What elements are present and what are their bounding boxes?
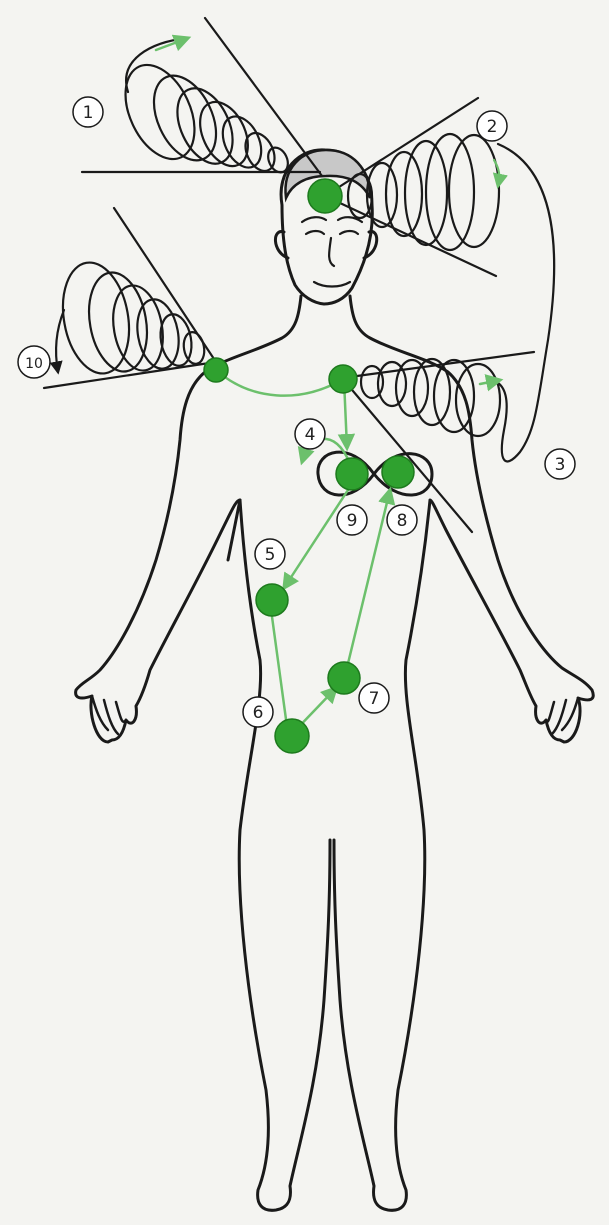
label-7: 7	[359, 683, 389, 713]
energy-point-icon	[336, 458, 368, 490]
energy-point-icon	[308, 179, 342, 213]
nose	[329, 238, 334, 266]
svg-text:3: 3	[555, 455, 566, 475]
right-eye	[340, 231, 358, 234]
mouth	[314, 282, 350, 287]
label-1: 1	[73, 97, 103, 127]
label-4: 4	[295, 419, 325, 449]
left-eyebrow	[302, 217, 326, 222]
svg-text:4: 4	[305, 425, 316, 445]
right-body-contour	[334, 296, 593, 1210]
infinity-loop-icon	[318, 452, 432, 495]
energy-point-icon	[382, 456, 414, 488]
flow-arrow-icon	[216, 370, 345, 396]
svg-text:8: 8	[397, 511, 408, 531]
energy-points	[204, 179, 414, 753]
energy-spiral-icon	[44, 208, 216, 388]
svg-text:1: 1	[83, 103, 94, 123]
left-eye	[306, 231, 324, 234]
label-3: 3	[545, 449, 575, 479]
svg-text:9: 9	[347, 511, 358, 531]
left-hand-fingers	[92, 696, 126, 734]
energy-point-icon	[204, 358, 228, 382]
label-8: 8	[387, 505, 417, 535]
flow-arrow-icon	[284, 490, 348, 588]
energy-point-icon	[256, 584, 288, 616]
svg-text:6: 6	[253, 703, 264, 723]
spiral-cones	[44, 18, 554, 532]
label-10: 10	[18, 346, 50, 378]
face	[302, 217, 362, 286]
label-9: 9	[337, 505, 367, 535]
svg-text:10: 10	[25, 356, 43, 372]
svg-text:7: 7	[369, 689, 380, 709]
energy-spiral-icon	[342, 352, 534, 532]
energy-spiral-icon	[82, 18, 322, 176]
energy-point-icon	[275, 719, 309, 753]
label-6: 6	[243, 697, 273, 727]
label-2: 2	[477, 111, 507, 141]
number-labels: 1 2 3 4 5 6 7 8	[18, 97, 575, 727]
right-hand-fingers	[546, 698, 578, 734]
energy-point-icon	[329, 365, 357, 393]
svg-text:5: 5	[265, 545, 276, 565]
svg-text:2: 2	[487, 117, 498, 137]
label-5: 5	[255, 539, 285, 569]
energy-point-icon	[328, 662, 360, 694]
energy-spiral-icon	[325, 98, 554, 461]
